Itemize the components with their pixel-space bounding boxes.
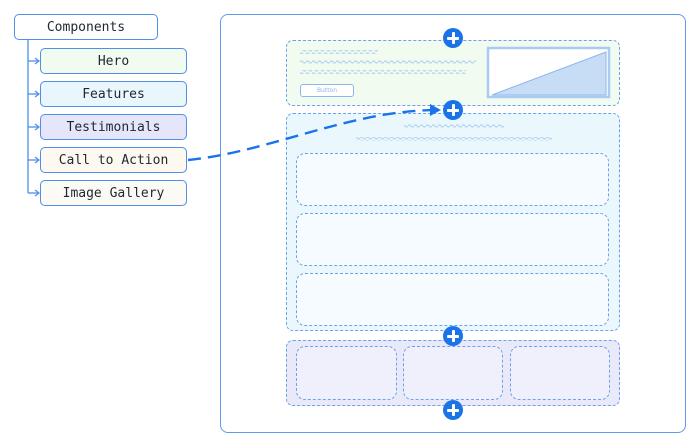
components-root-label: Components [46, 19, 126, 35]
component-features[interactable]: Features [40, 81, 187, 107]
drag-arrow [187, 108, 439, 162]
features-heading-placeholder [356, 124, 552, 141]
feature-card-3 [296, 273, 609, 326]
feature-card-1 [296, 153, 609, 206]
hero-heading-placeholder [300, 50, 476, 74]
components-root: Components [14, 14, 158, 40]
testimonial-card-1 [296, 346, 397, 400]
add-section-top-icon[interactable] [443, 28, 463, 48]
feature-card-2 [296, 213, 609, 266]
testimonial-card-3 [510, 346, 610, 400]
hero-image-placeholder [486, 46, 611, 99]
component-hero-label: Hero [97, 53, 130, 69]
component-testimonials[interactable]: Testimonials [40, 114, 187, 140]
component-hero[interactable]: Hero [40, 48, 187, 74]
hero-button-label: Button [316, 87, 338, 94]
component-features-label: Features [82, 86, 145, 102]
component-image-gallery-label: Image Gallery [62, 185, 165, 201]
drag-arrowhead [430, 104, 441, 116]
component-image-gallery[interactable]: Image Gallery [40, 180, 187, 206]
component-call-to-action-label: Call to Action [58, 152, 169, 168]
component-testimonials-label: Testimonials [66, 119, 161, 135]
hero-button: Button [300, 84, 354, 97]
add-section-bottom-icon[interactable] [443, 400, 463, 420]
component-call-to-action[interactable]: Call to Action [40, 147, 187, 173]
add-section-drop-target-icon[interactable] [443, 100, 463, 120]
add-section-middle-icon[interactable] [443, 326, 463, 346]
testimonial-card-2 [403, 346, 503, 400]
